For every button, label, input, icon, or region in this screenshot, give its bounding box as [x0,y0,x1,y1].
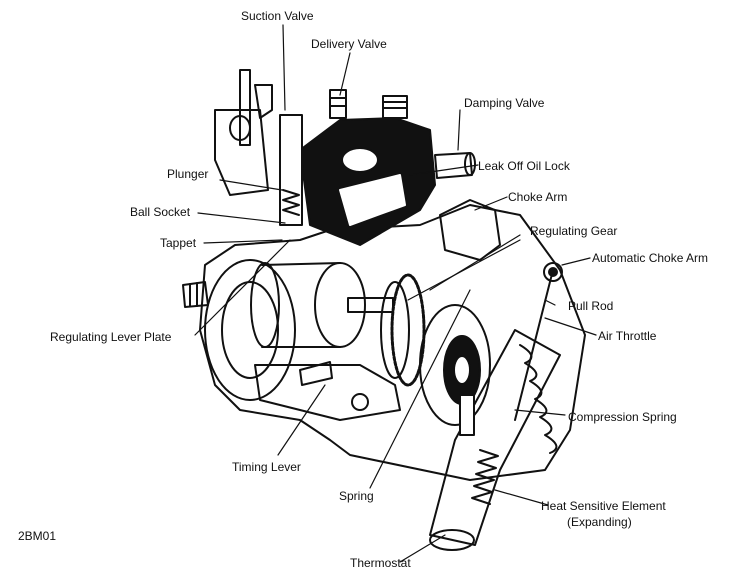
label-expanding: (Expanding) [567,515,632,529]
compression-spring-coils [519,344,558,454]
regulating-cylinder [314,262,366,348]
drive-wheel [419,304,491,426]
label-tappet: Tappet [160,236,197,250]
delivery-valve-union-1 [329,89,347,119]
choke-arm [439,199,501,261]
label-heat-sensitive-element: Heat Sensitive Element [541,499,666,513]
pull-rod [514,269,554,421]
label-plunger: Plunger [167,167,209,181]
label-timing-lever: Timing Lever [232,460,301,474]
label-automatic-choke-arm: Automatic Choke Arm [592,251,709,265]
label-suction-valve: Suction Valve [241,9,314,23]
suction-pipe [239,69,251,146]
label-leak-off-oil-lock: Leak Off Oil Lock [478,159,570,173]
front-flange [204,259,296,401]
plunger-column [279,114,303,226]
figure-id: 2BM01 [18,529,57,543]
label-compression-spring: Compression Spring [568,410,677,424]
thermostat-tube [429,329,561,546]
label-damping-valve: Damping Valve [464,96,545,110]
label-air-throttle: Air Throttle [598,329,657,343]
label-regulating-lever-plate: Regulating Lever Plate [50,330,172,344]
left-valve-block [214,109,269,196]
heat-element-coils [471,449,499,505]
lower-chamber [254,364,401,421]
label-pull-rod: Pull Rod [568,299,614,313]
label-thermostat: Thermostat [350,556,411,570]
label-regulating-gear: Regulating Gear [530,224,618,238]
timing-lever [299,361,333,386]
regulating-gear [390,273,426,387]
label-delivery-valve: Delivery Valve [311,37,387,51]
distributor-head [299,117,436,246]
label-ball-socket: Ball Socket [130,205,191,219]
label-spring: Spring [339,489,374,503]
leader-lines [194,24,597,563]
label-choke-arm: Choke Arm [508,190,568,204]
